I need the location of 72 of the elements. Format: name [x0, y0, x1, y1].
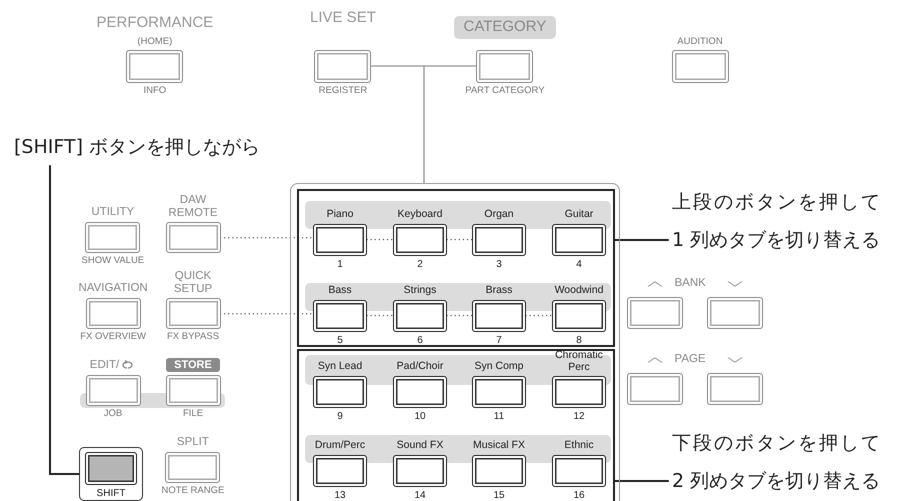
highlighted-label: CATEGORY	[454, 16, 556, 38]
button-label: NAVIGATION	[78, 282, 148, 295]
function-label: FX BYPASS	[166, 332, 220, 343]
function-label: FX OVERVIEW	[80, 332, 146, 342]
button-label: DAW REMOTE	[168, 194, 218, 220]
mode-label: LIVE SET	[310, 10, 376, 26]
function-label: (HOME)	[137, 36, 172, 47]
category-label: Piano	[326, 209, 354, 221]
button-number: 16	[573, 490, 585, 501]
mode-label: PERFORMANCE	[96, 15, 214, 32]
button-number: 8	[576, 334, 582, 346]
category-label: Keyboard	[398, 209, 442, 221]
button-label: SPLIT	[176, 436, 209, 449]
category-label: Ethnic	[564, 440, 594, 452]
button-number: 7	[496, 334, 502, 346]
function-label: AUDITION	[677, 37, 723, 48]
button-number: 1	[337, 258, 343, 270]
dotted-line	[366, 238, 394, 240]
category-label: Syn Comp	[474, 361, 524, 373]
function-label: PART CATEGORY	[465, 86, 545, 96]
dotted-line	[366, 314, 394, 316]
button-number: 6	[417, 334, 423, 346]
button-number: 12	[573, 411, 585, 422]
category-label: Strings	[404, 285, 436, 297]
instruction-text: 上段のボタンを押して1 列めタブを切り替える	[672, 183, 896, 259]
button-number: 2	[417, 258, 423, 270]
button-label: UTILITY	[91, 206, 134, 219]
group-bracket	[290, 183, 620, 501]
dotted-line	[446, 238, 473, 240]
category-label: Bass	[328, 285, 352, 297]
category-label: Organ	[484, 209, 514, 221]
button-section-frame	[297, 189, 615, 347]
category-label: Pad/Choir	[396, 361, 444, 373]
button-number: 14	[414, 490, 426, 501]
category-label: Woodwind	[554, 285, 604, 297]
button-number: 15	[493, 490, 505, 501]
dotted-line	[525, 314, 553, 316]
button-label: EDIT/	[90, 359, 120, 372]
leader-line	[614, 480, 669, 482]
function-label: FILE	[182, 409, 204, 420]
category-label: Syn Lead	[318, 361, 362, 373]
section-label: BANK	[674, 277, 706, 289]
button-number: 3	[496, 258, 502, 270]
category-label: Brass	[486, 285, 512, 297]
button-frame	[79, 447, 143, 501]
instruction-text: [SHIFT] ボタンを押しながら	[14, 128, 304, 166]
dotted-line	[446, 314, 473, 316]
button-number: 4	[576, 258, 582, 270]
function-label: JOB	[104, 408, 122, 420]
button-label: SHIFT	[96, 488, 126, 499]
leader-line	[423, 65, 477, 184]
function-label: SHOW VALUE	[82, 256, 144, 266]
button-number: 9	[337, 410, 343, 422]
function-label: NOTE RANGE	[162, 486, 224, 496]
category-label: Guitar	[564, 209, 594, 221]
category-label: Musical FX	[473, 440, 525, 452]
instruction-text: 下段のボタンを押して2 列めタブを切り替える	[672, 424, 896, 500]
section-label: PAGE	[674, 353, 706, 365]
category-label: Chromatic Perc	[554, 350, 604, 374]
button-label: QUICK SETUP	[172, 270, 214, 296]
function-label: INFO	[143, 86, 166, 96]
category-label: Sound FX	[396, 440, 444, 452]
highlighted-label: STORE	[166, 358, 220, 372]
leader-line	[614, 239, 669, 241]
button-number: 10	[414, 410, 426, 422]
button-number: 5	[337, 334, 343, 346]
button-section-frame	[297, 349, 615, 501]
category-label: Drum/Perc	[314, 440, 366, 452]
button-number: 11	[494, 410, 504, 422]
function-label: REGISTER	[318, 86, 368, 96]
leader-line	[49, 165, 80, 475]
button-number: 13	[334, 490, 346, 501]
